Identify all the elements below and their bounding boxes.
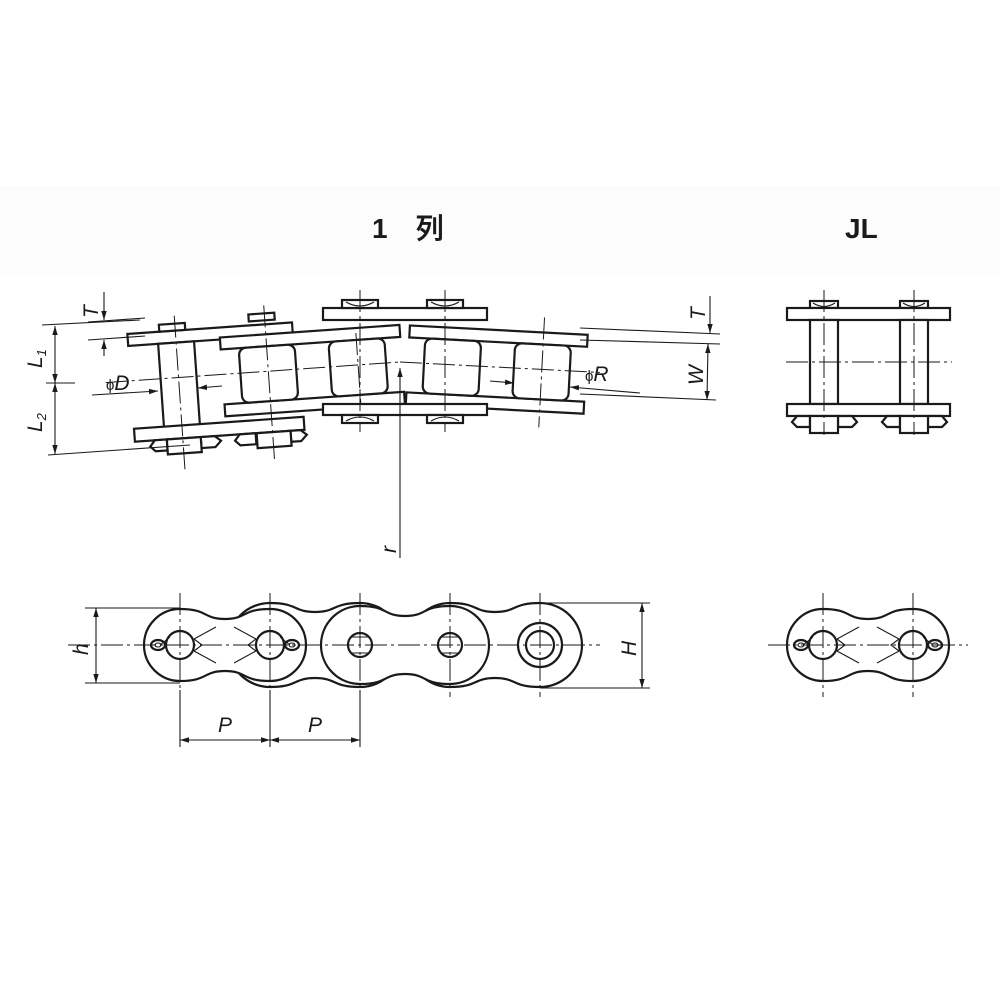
middle-outer-link: [321, 290, 489, 432]
clip-arm: [802, 636, 814, 646]
label-D: D: [114, 372, 129, 395]
label-L1: L1: [24, 349, 49, 368]
top-view-chain: [105, 290, 600, 558]
side-view-dimensions: h H P P: [68, 602, 650, 747]
clip-arm: [922, 636, 934, 646]
right-inner-link: [399, 317, 600, 428]
label-phiR: ϕR: [585, 363, 609, 386]
title-joint-link: JL: [845, 213, 878, 244]
label-phiD: ϕD: [106, 372, 130, 395]
label-h: h: [70, 643, 93, 655]
label-T-right: T: [687, 305, 710, 320]
clip-arm: [159, 636, 171, 646]
side-view-chain: [142, 593, 584, 697]
label-L1-text: L: [24, 356, 47, 368]
label-T-left: T: [80, 303, 103, 318]
label-L2-text: L: [24, 420, 47, 432]
label-L2-sub: 2: [34, 412, 49, 421]
clip-arm: [279, 636, 291, 646]
svg-text:L1: L1: [24, 349, 49, 368]
label-r: r: [378, 545, 401, 553]
label-P-2: P: [308, 714, 322, 737]
label-P-1: P: [218, 714, 232, 737]
top-view-dimensions: T L1 L2 ϕD ϕR T W r: [24, 292, 721, 553]
left-links: [105, 305, 407, 471]
svg-text:L2: L2: [24, 412, 49, 432]
label-H: H: [618, 640, 641, 656]
label-L1-sub: 1: [34, 349, 49, 356]
title-band: [0, 186, 1000, 276]
label-W: W: [685, 363, 708, 385]
label-R: R: [593, 363, 608, 386]
title-single-row: 1 列: [372, 213, 444, 244]
phi-symbol: ϕ: [585, 368, 593, 385]
label-L2: L2: [24, 412, 49, 432]
phi-symbol: ϕ: [106, 377, 114, 394]
spring-clip: [876, 626, 900, 664]
joint-link-top-view: [785, 290, 952, 435]
